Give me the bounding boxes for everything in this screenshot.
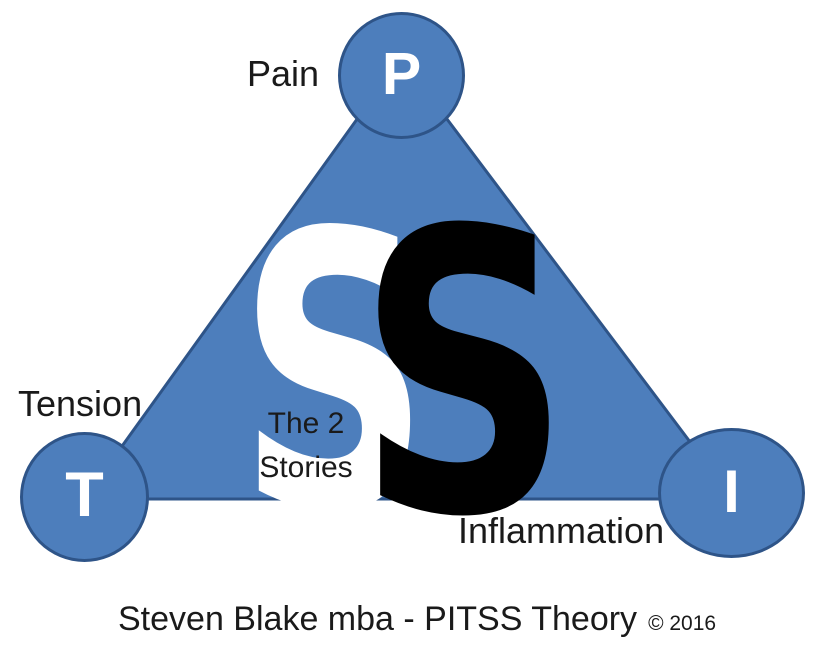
label-inflammation: Inflammation: [458, 510, 665, 551]
label-tension: Tension: [18, 383, 143, 424]
big-s-white: S: [238, 152, 430, 595]
node-tension: T: [20, 432, 149, 562]
caption-copyright: © 2016: [648, 612, 717, 635]
node-inflammation: I: [658, 428, 805, 558]
node-inflammation-letter: I: [723, 457, 740, 525]
center-label-line1: The 2: [267, 407, 345, 440]
node-pain-letter: P: [381, 40, 422, 107]
caption: Steven Blake mba - PITSS Theory © 2016: [118, 600, 716, 639]
center-label-line2: Stories: [259, 451, 353, 484]
big-s-black: S: [357, 148, 571, 602]
node-tension-letter: T: [65, 460, 104, 530]
node-pain: P: [338, 12, 465, 139]
label-pain: Pain: [247, 53, 320, 94]
triangle-shape: [82, 56, 735, 501]
caption-author-title: Steven Blake mba - PITSS Theory: [118, 600, 638, 638]
center-label: The 2 Stories: [240, 402, 372, 490]
